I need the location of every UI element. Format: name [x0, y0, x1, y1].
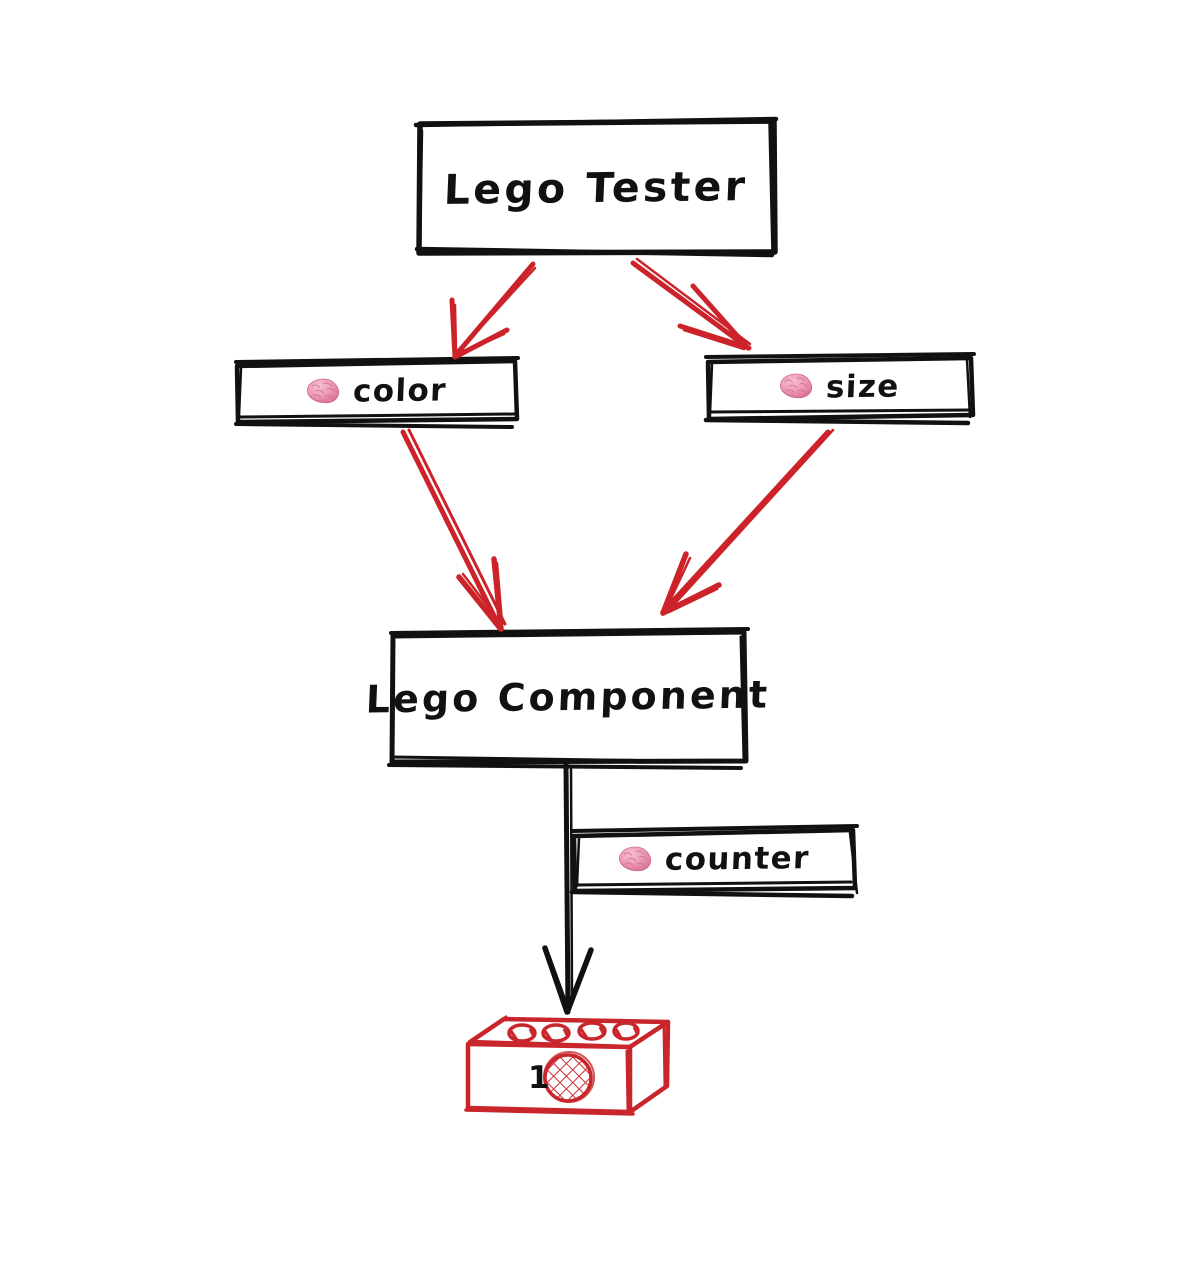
edge-size-to-component [660, 428, 835, 616]
brick-stud [507, 1023, 537, 1043]
edge-component-to-brick [542, 761, 594, 1015]
node-lego-tester-box[interactable] [413, 116, 779, 258]
brick-count-label: 1 [528, 1060, 550, 1096]
node-lego-component-box[interactable] [387, 627, 750, 770]
brick-stud [612, 1021, 640, 1041]
node-size-box[interactable] [703, 352, 976, 426]
edge-tester-to-size [630, 257, 752, 351]
edge-tester-to-color [449, 261, 537, 360]
brick-hatched-circle [543, 1051, 595, 1103]
edge-color-to-component [400, 428, 507, 632]
brick-stud [541, 1023, 571, 1043]
node-counter-box[interactable] [569, 824, 859, 899]
node-color-box[interactable] [234, 356, 520, 429]
lego-brick[interactable] [464, 1015, 671, 1116]
brick-stud [577, 1021, 607, 1041]
